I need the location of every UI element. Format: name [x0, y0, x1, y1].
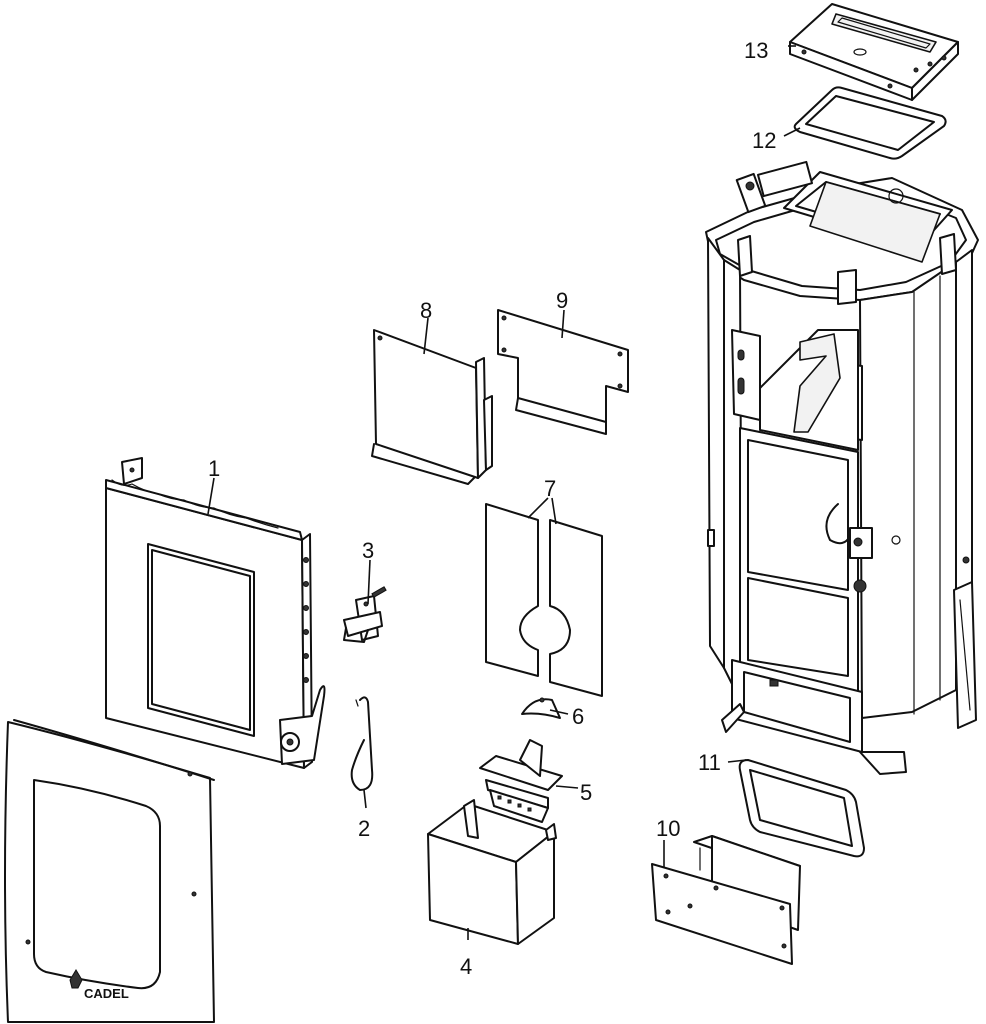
callout-4: 4: [460, 954, 472, 979]
callout-leaders: [207, 45, 801, 940]
part-10-ash-drawer: [651, 835, 801, 965]
callout-8: 8: [420, 298, 432, 323]
callout-11: 11: [698, 750, 721, 775]
callout-12: 12: [752, 128, 776, 153]
part-2-handle: [350, 696, 374, 791]
part-9-back-plate: [497, 309, 629, 435]
part-6-small-cap: [521, 697, 561, 719]
callout-13: 13: [744, 38, 768, 63]
part-12-top-gasket: [793, 86, 947, 160]
front-door-panel: CADEL: [4, 719, 215, 1023]
part-3-bracket: [343, 586, 387, 643]
callout-1: 1: [208, 456, 220, 481]
stove-body-frame: [705, 160, 979, 775]
callout-6: 6: [572, 704, 584, 729]
part-1-door-frame: [105, 457, 326, 769]
callout-10: 10: [656, 816, 680, 841]
part-11-base-gasket: [738, 759, 865, 858]
part-7-liner-plates: [485, 503, 603, 697]
callout-labels: 13 12 8 9 1 7 3 6 5 2 4 10 11: [208, 38, 776, 979]
callout-3: 3: [362, 538, 374, 563]
cadel-logo-text: CADEL: [84, 986, 129, 1001]
part-13-top-cover: [789, 3, 959, 101]
part-8-side-panel: [371, 329, 493, 485]
callout-2: 2: [358, 816, 370, 841]
callout-5: 5: [580, 780, 592, 805]
callout-7: 7: [544, 476, 556, 501]
part-5-burner-pot: [479, 739, 563, 823]
part-4-ash-box: [427, 799, 557, 945]
callout-9: 9: [556, 288, 568, 313]
